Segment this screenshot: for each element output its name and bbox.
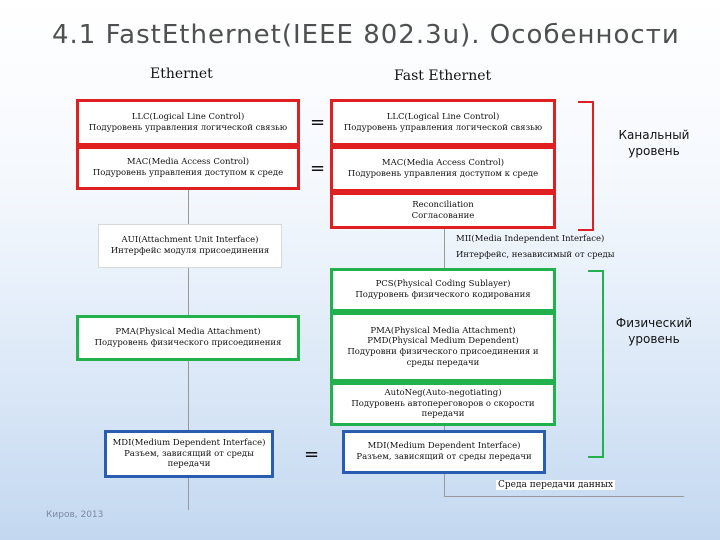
- left-mdi-desc-2: передачи: [167, 459, 211, 470]
- left-mac-title: MAC(Media Access Control): [126, 157, 250, 168]
- equals-mac: =: [310, 158, 326, 179]
- left-llc-desc: Подуровень управления логической связью: [88, 122, 288, 133]
- right-autoneg-desc: Подуровень автопереговоров о скорости: [351, 398, 535, 409]
- right-mac-title: MAC(Media Access Control): [381, 158, 505, 169]
- equals-llc: =: [310, 112, 326, 133]
- left-mac-desc: Подуровень управления доступом к среде: [92, 168, 284, 178]
- right-llc-title: LLC(Logical Line Control): [386, 111, 500, 122]
- left-aui-desc: Интерфейс модуля присоединения: [110, 246, 270, 256]
- mii-label-desc: Интерфейс, независимый от среды: [456, 250, 615, 260]
- column-header-fast-ethernet: Fast Ethernet: [394, 68, 492, 84]
- left-pma-box: PMA(Physical Media Attachment) Подуровен…: [76, 315, 300, 361]
- right-mdi-desc: Разъем, зависящий от среды передачи: [356, 452, 532, 462]
- right-mac-desc: Подуровень управления доступом к среде: [347, 169, 539, 179]
- equals-mdi: =: [304, 444, 320, 465]
- physical-layer-bracket: [588, 270, 604, 458]
- link-layer-bracket: [578, 101, 594, 231]
- medium-line: [444, 496, 684, 497]
- right-mdi-box: MDI(Medium Dependent Interface) Разъем, …: [342, 430, 546, 474]
- right-reconciliation-box: Reconciliation Согласование: [330, 192, 556, 229]
- right-pma-pmd-box: PMA(Physical Media Attachment) PMD(Physi…: [330, 312, 556, 382]
- right-pcs-desc: Подуровень физического кодирования: [355, 290, 531, 300]
- right-pma-desc: Подуровни физического присоединения и: [347, 347, 539, 357]
- right-pma-title: PMA(Physical Media Attachment): [370, 325, 516, 336]
- physical-layer-label-2: уровень: [628, 331, 680, 346]
- right-pmd-title: PMD(Physical Medium Dependent): [367, 336, 519, 347]
- right-pma-desc-2: среды передачи: [406, 357, 480, 368]
- right-pcs-title: PCS(Physical Coding Sublayer): [375, 279, 511, 290]
- right-llc-box: LLC(Logical Line Control) Подуровень упр…: [330, 99, 556, 146]
- medium-label: Среда передачи данных: [496, 480, 616, 490]
- column-header-ethernet: Ethernet: [150, 66, 213, 82]
- left-mac-box: MAC(Media Access Control) Подуровень упр…: [76, 146, 300, 190]
- left-llc-title: LLC(Logical Line Control): [131, 111, 245, 122]
- right-reconciliation-desc: Согласование: [411, 210, 475, 221]
- mii-label-title: MII(Media Independent Interface): [456, 234, 605, 244]
- left-pma-title: PMA(Physical Media Attachment): [115, 327, 261, 338]
- right-autoneg-box: AutoNeg(Auto-negotiating) Подуровень авт…: [330, 382, 556, 426]
- link-layer-label-2: уровень: [628, 143, 680, 158]
- footer-text: Киров, 2013: [46, 510, 104, 520]
- right-reconciliation-title: Reconciliation: [412, 199, 474, 210]
- link-layer-label: Канальный уровень: [604, 128, 704, 159]
- physical-layer-label-1: Физический: [615, 316, 693, 330]
- right-pcs-box: PCS(Physical Coding Sublayer) Подуровень…: [330, 268, 556, 312]
- left-pma-desc: Подуровень физического присоединения: [94, 338, 282, 348]
- left-aui-box: AUI(Attachment Unit Interface) Интерфейс…: [98, 224, 282, 268]
- right-autoneg-title: AutoNeg(Auto-negotiating): [384, 388, 502, 399]
- right-llc-desc: Подуровень управления логической связью: [343, 122, 543, 133]
- physical-layer-label: Физический уровень: [604, 316, 704, 347]
- left-mdi-title: MDI(Medium Dependent Interface): [112, 438, 266, 449]
- right-mdi-title: MDI(Medium Dependent Interface): [367, 441, 521, 452]
- left-aui-title: AUI(Attachment Unit Interface): [121, 235, 259, 246]
- left-mdi-desc: Разъем, зависящий от среды: [124, 448, 254, 459]
- slide-title: 4.1 FastEthernet(IEEE 802.3u). Особеннос…: [52, 20, 680, 50]
- right-autoneg-desc-2: передачи: [421, 409, 465, 420]
- left-llc-box: LLC(Logical Line Control) Подуровень упр…: [76, 99, 300, 146]
- right-mac-box: MAC(Media Access Control) Подуровень упр…: [330, 146, 556, 192]
- link-layer-label-1: Канальный: [618, 128, 690, 142]
- left-mdi-box: MDI(Medium Dependent Interface) Разъем, …: [104, 430, 274, 478]
